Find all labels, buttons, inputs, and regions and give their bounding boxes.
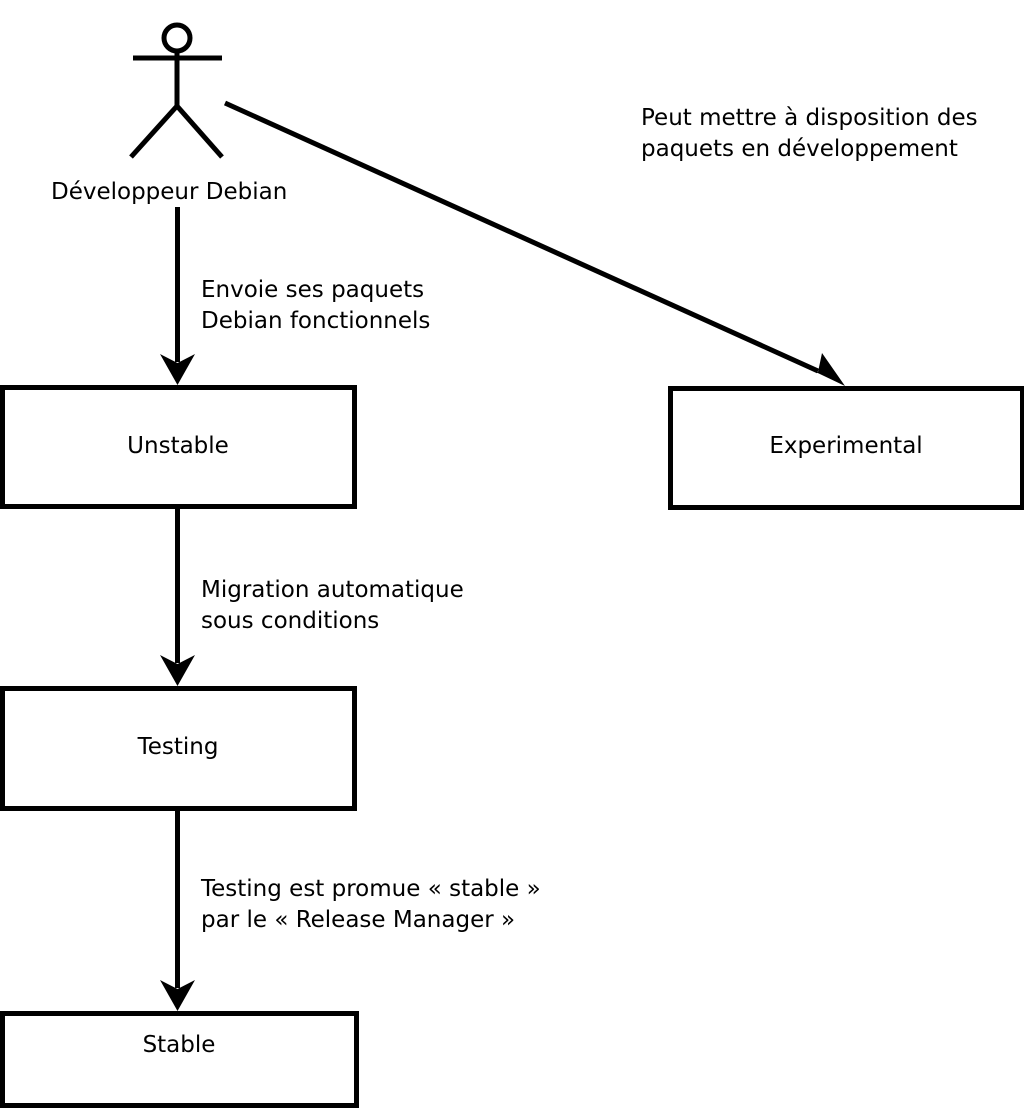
actor-head-icon: [161, 22, 193, 54]
edge-dev-to-unstable-arrowhead: [160, 354, 195, 385]
box-stable-label: Stable: [143, 1032, 216, 1058]
edge-dev-to-unstable-label-line2: Debian fonctionnels: [201, 308, 430, 334]
actor-left-leg-line: [129, 104, 179, 159]
edge-testing-to-stable-label-line1: Testing est promue « stable »: [200, 876, 541, 902]
box-experimental-label: Experimental: [769, 433, 922, 459]
edge-testing-to-stable: [160, 808, 195, 1011]
box-testing-rect: [0, 686, 357, 811]
box-unstable[interactable]: Unstable: [0, 385, 357, 509]
edge-unstable-to-testing: [160, 506, 195, 686]
box-experimental[interactable]: Experimental: [668, 386, 1024, 510]
edge-dev-to-unstable: [160, 207, 195, 385]
box-testing-label: Testing: [137, 734, 219, 760]
edge-testing-to-stable-arrowhead: [160, 980, 195, 1011]
edge-dev-to-experimental: [223, 100, 845, 386]
edge-unstable-to-testing-arrowhead: [160, 655, 195, 686]
actor-label: Développeur Debian: [51, 179, 287, 205]
edge-unstable-to-testing-label-line1: Migration automatique: [201, 577, 464, 603]
box-experimental-rect: [668, 386, 1024, 510]
box-testing[interactable]: Testing: [0, 686, 357, 811]
actor-right-leg-line: [175, 104, 224, 159]
edge-dev-to-experimental-arrowhead: [801, 353, 845, 386]
edge-dev-to-experimental-label-line1: Peut mettre à disposition des: [641, 105, 978, 131]
box-unstable-label: Unstable: [127, 433, 229, 459]
edge-testing-to-stable-label-line2: par le « Release Manager »: [201, 907, 515, 933]
edge-dev-to-experimental-line: [223, 100, 820, 374]
box-stable-rect: [0, 1011, 359, 1108]
box-stable[interactable]: Stable: [0, 1011, 359, 1108]
stick-figure-actor-icon: [129, 22, 224, 159]
edge-dev-to-experimental-label-line2: paquets en développement: [641, 136, 958, 162]
edge-unstable-to-testing-label-line2: sous conditions: [201, 608, 379, 634]
edge-dev-to-unstable-label-line1: Envoie ses paquets: [201, 277, 424, 303]
